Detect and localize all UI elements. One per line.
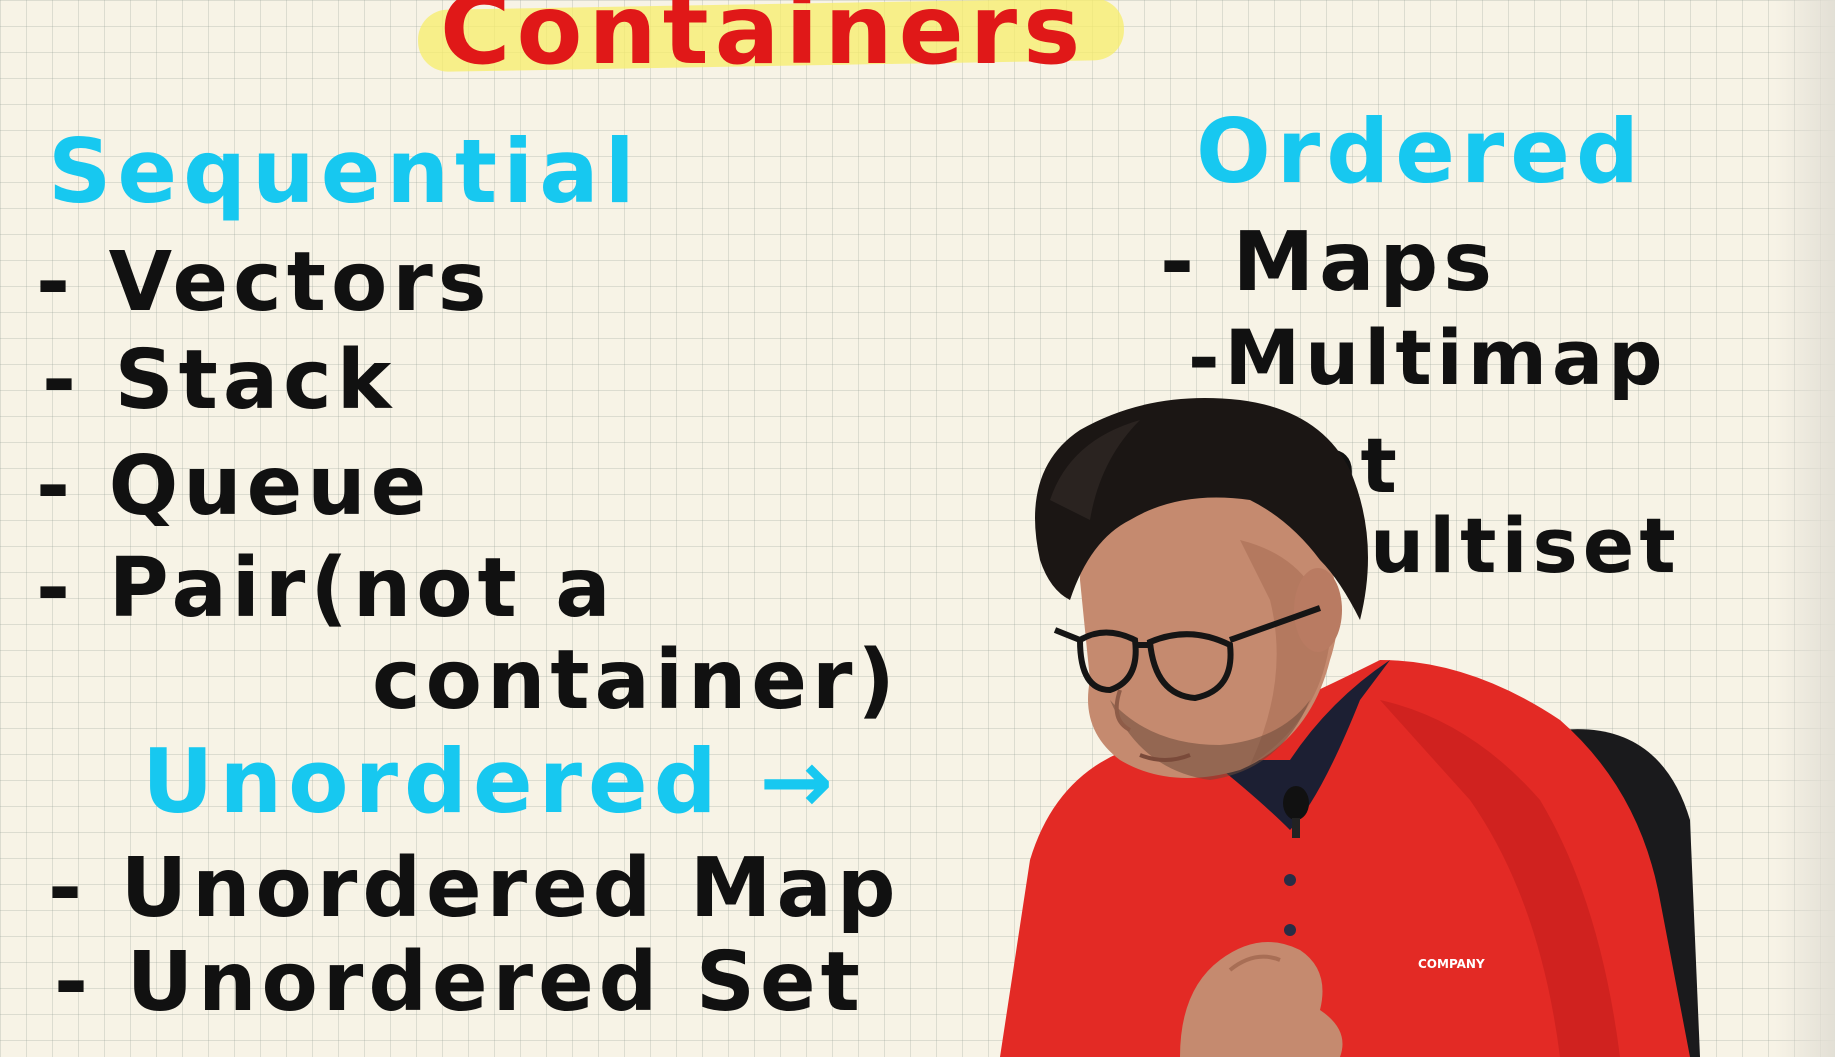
ordered-item-multiset-partial: ultiset <box>1370 501 1681 590</box>
sequential-item-pair: - Pair(not a <box>36 541 616 636</box>
sequential-item-vectors: - Vectors <box>36 235 492 330</box>
ordered-item-multimap: -Multimap <box>1188 313 1668 402</box>
ordered-heading: Ordered <box>1196 100 1645 203</box>
sequential-item-stack: - Stack <box>42 333 397 428</box>
sequential-item-queue: - Queue <box>36 439 432 534</box>
unordered-item-set: - Unordered Set <box>54 935 865 1030</box>
ordered-item-maps: - Maps <box>1160 215 1498 310</box>
unordered-heading: Unordered → <box>142 730 840 833</box>
sequential-heading: Sequential <box>48 120 641 223</box>
page-title: Containers <box>440 0 1087 86</box>
sequential-item-pair-note: container) <box>372 633 900 728</box>
right-edge-shade <box>1775 0 1835 1057</box>
shirt-logo-text: COMPANY <box>1418 957 1485 971</box>
unordered-item-map: - Unordered Map <box>48 841 901 936</box>
